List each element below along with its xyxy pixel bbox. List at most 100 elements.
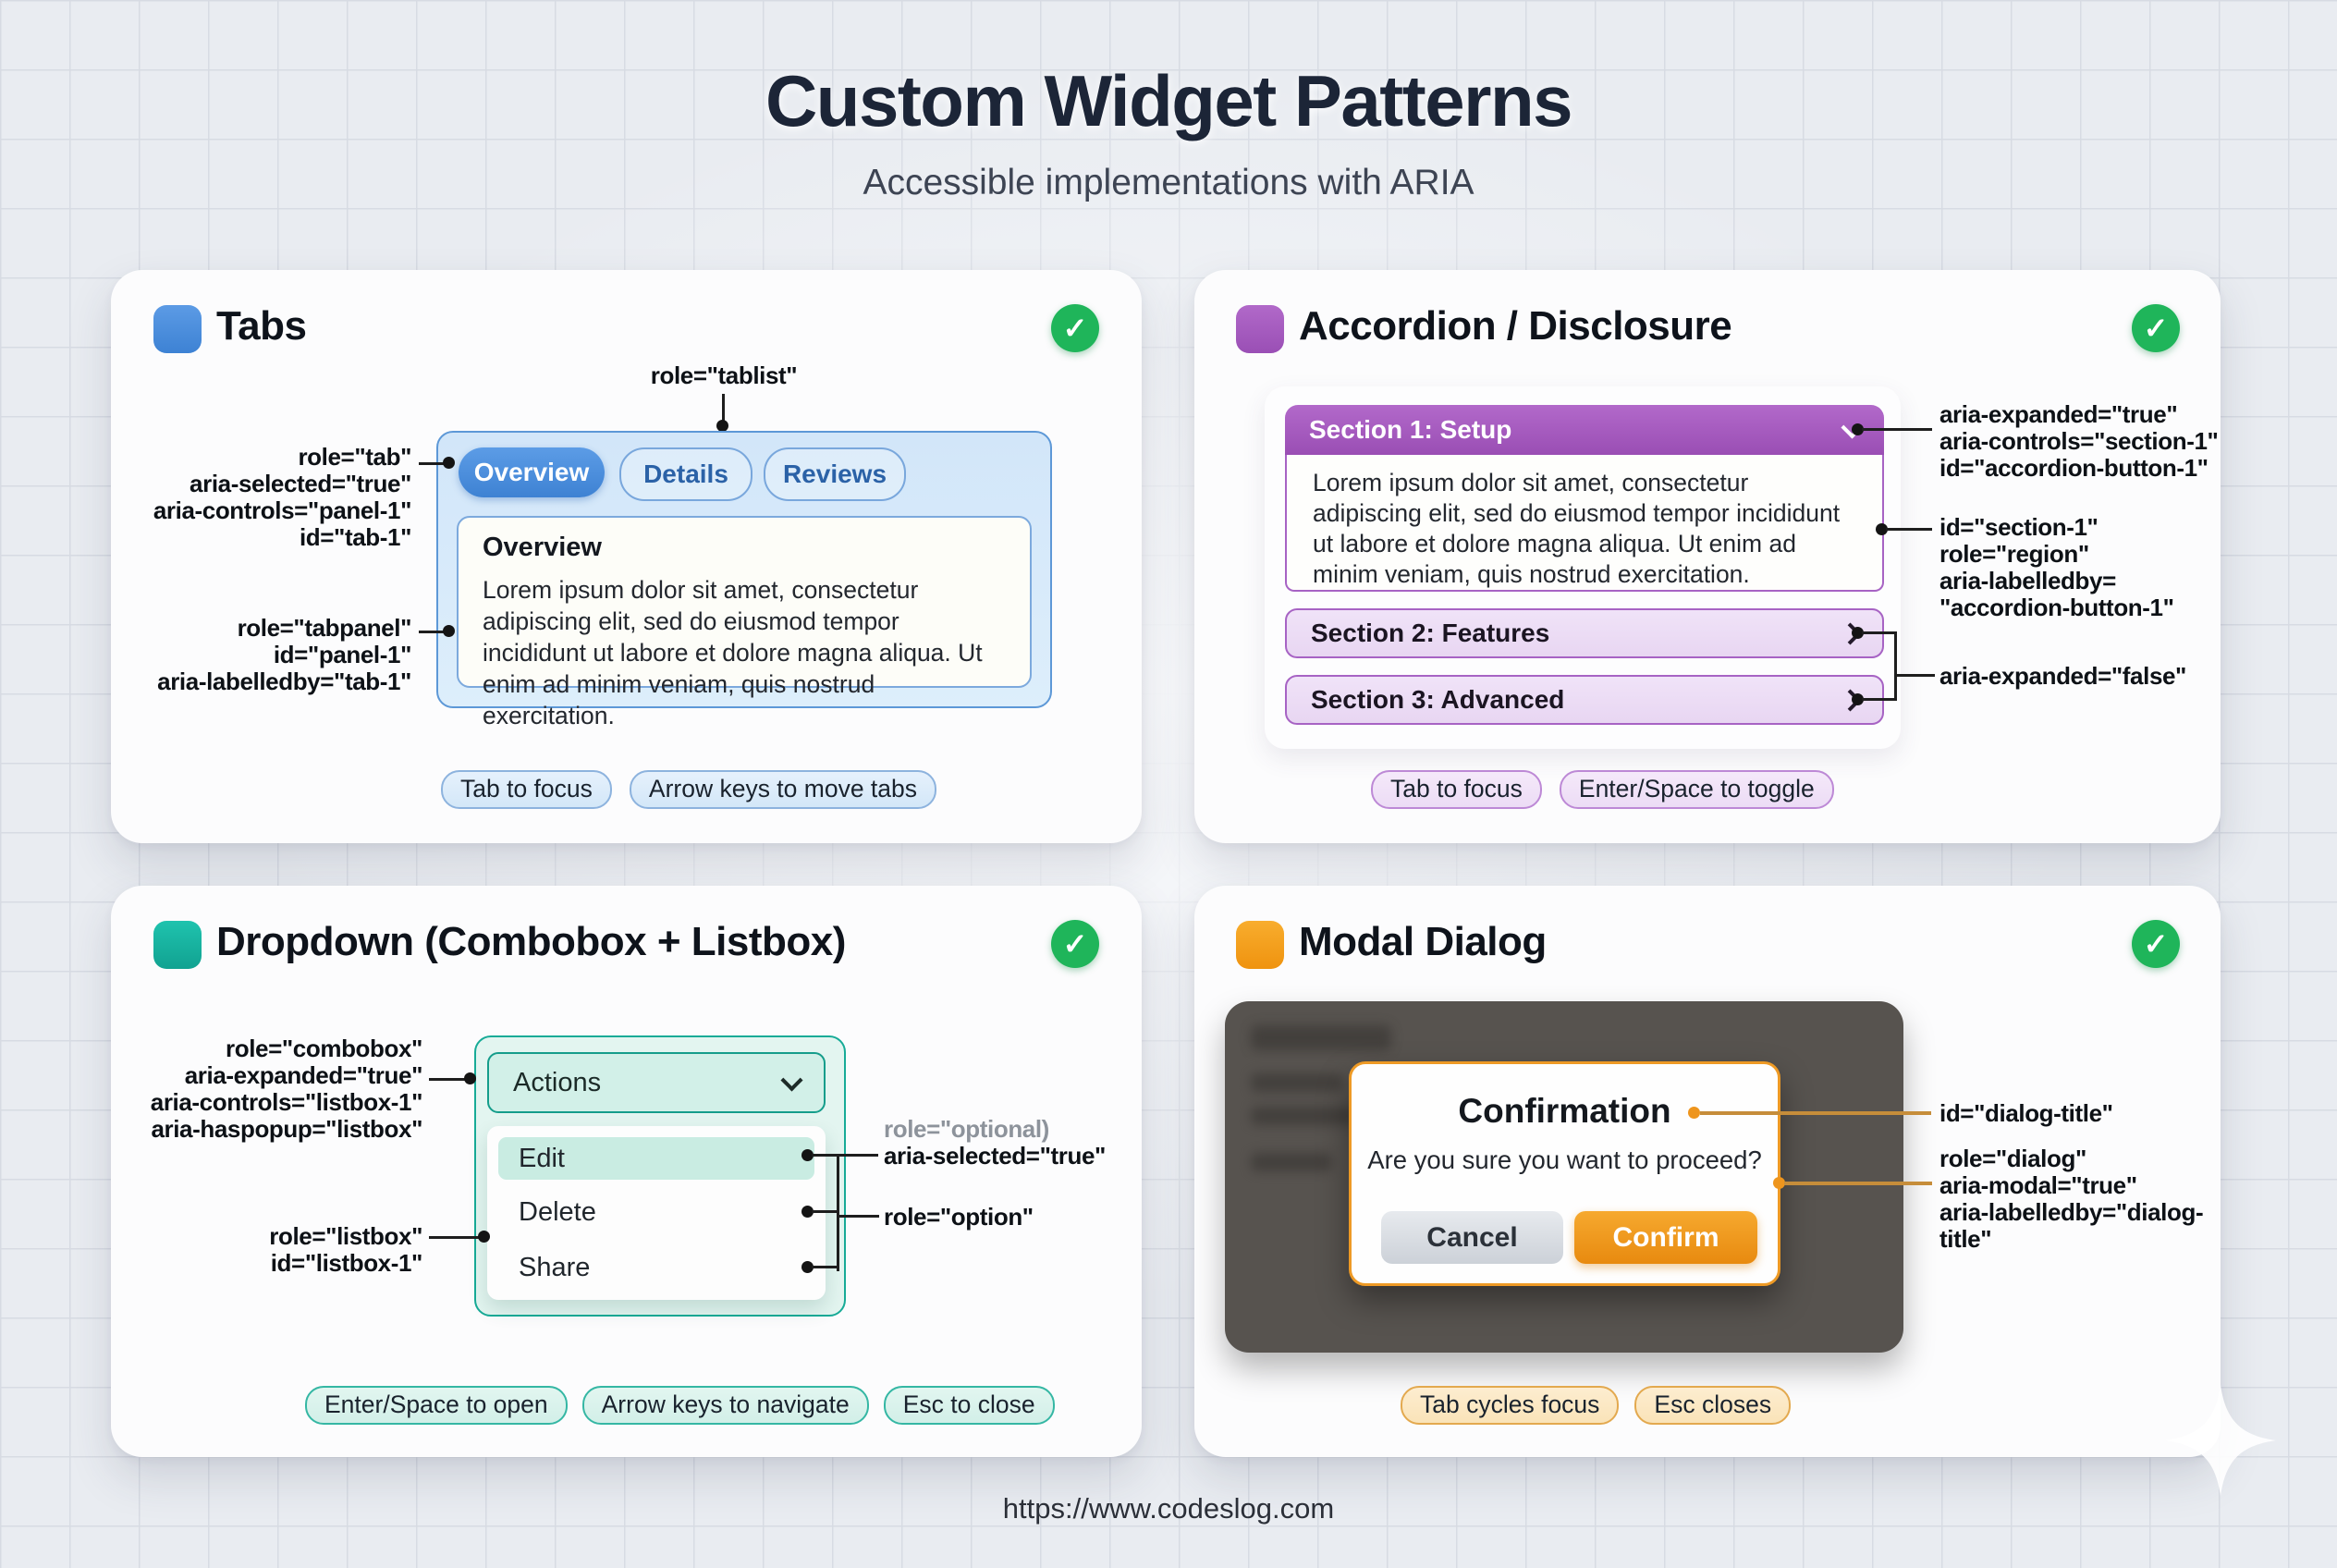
card-title-accordion: Accordion / Disclosure	[1299, 303, 1732, 349]
annotation-dialog-title: id="dialog-title"	[1939, 1099, 2113, 1127]
keyboard-hints: Tab to focus Arrow keys to move tabs	[441, 770, 937, 809]
dialog-text: Are you sure you want to proceed?	[1367, 1145, 1762, 1174]
check-circle-icon: ✓	[2132, 304, 2180, 352]
tab-overview[interactable]: Overview	[459, 447, 605, 497]
chevron-down-icon	[780, 1068, 803, 1092]
connector-line	[1700, 1111, 1931, 1115]
accordion-section-1-label: Section 1: Setup	[1309, 415, 1512, 444]
connector-dot	[801, 1149, 814, 1161]
option-delete[interactable]: Delete	[519, 1196, 596, 1227]
connector-line	[837, 1155, 839, 1271]
connector-line	[429, 1078, 468, 1081]
combobox-value: Actions	[513, 1067, 602, 1097]
tabpanel-title: Overview	[483, 533, 602, 562]
annotation-selected-gray: role="optional)	[884, 1115, 1049, 1143]
connector-line	[812, 1154, 878, 1157]
connector-line	[419, 631, 447, 633]
connector-line	[1886, 528, 1932, 531]
annotation-listbox: role="listbox" id="listbox-1"	[269, 1222, 422, 1277]
connector-line	[812, 1266, 838, 1268]
dialog-title: Confirmation	[1458, 1092, 1671, 1130]
card-accordion: Accordion / Disclosure ✓ Section 1: Setu…	[1194, 270, 2221, 843]
connector-line	[1862, 698, 1897, 701]
accordion-region: Lorem ipsum dolor sit amet, consectetur …	[1285, 455, 1884, 592]
annotation-combobox: role="combobox" aria-expanded="true" ari…	[150, 1035, 423, 1143]
blurred-background-text	[1251, 1073, 1343, 1092]
connector-line	[429, 1236, 483, 1239]
modal-color-chip-icon	[1236, 921, 1284, 969]
blurred-background-text	[1251, 1153, 1332, 1171]
connector-dot	[801, 1206, 814, 1218]
hint-pill: Arrow keys to move tabs	[629, 770, 937, 809]
hint-pill: Arrow keys to navigate	[581, 1386, 869, 1425]
connector-line	[1862, 428, 1932, 431]
annotation-tabpanel: role="tabpanel" id="panel-1" aria-labell…	[157, 614, 411, 695]
annotation-accordion-region: id="section-1" role="region" aria-labell…	[1939, 513, 2174, 621]
cancel-button[interactable]: Cancel	[1381, 1211, 1563, 1264]
dialog-mockup: Confirmation Are you sure you want to pr…	[1349, 1061, 1780, 1286]
connector-dot	[1852, 423, 1864, 435]
connector-dot	[464, 1072, 476, 1084]
tab-details[interactable]: Details	[619, 447, 752, 501]
accordion-section-3-label: Section 3: Advanced	[1311, 685, 1565, 714]
connector-line	[1862, 631, 1897, 634]
blurred-background-text	[1251, 1107, 1354, 1125]
combobox-button[interactable]: Actions	[487, 1052, 826, 1113]
accordion-section-1-button[interactable]: Section 1: Setup	[1285, 405, 1884, 455]
card-title-dropdown: Dropdown (Combobox + Listbox)	[216, 919, 846, 964]
connector-dot	[1876, 523, 1888, 535]
hint-pill: Enter/Space to open	[305, 1386, 568, 1425]
connector-dot	[1852, 627, 1864, 639]
annotation-accordion-button: aria-expanded="true" aria-controls="sect…	[1939, 400, 2219, 482]
tabpanel-body: Lorem ipsum dolor sit amet, consectetur …	[483, 576, 983, 729]
connector-dot	[1773, 1177, 1785, 1189]
accordion-section-3-button[interactable]: Section 3: Advanced	[1285, 675, 1884, 725]
keyboard-hints: Tab to focus Enter/Space to toggle	[1371, 770, 1834, 809]
tabpanel-mockup: Overview Lorem ipsum dolor sit amet, con…	[457, 516, 1032, 729]
annotation-option: role="option"	[884, 1203, 1034, 1231]
annotation-tablist: role="tablist"	[650, 361, 798, 389]
blurred-background-text	[1251, 1025, 1391, 1050]
tablist-mockup: Overview Details Reviews Overview Lorem …	[436, 431, 1052, 729]
check-circle-icon: ✓	[2132, 920, 2180, 968]
hint-pill: Tab to focus	[1371, 770, 1542, 809]
card-title-tabs: Tabs	[216, 303, 307, 349]
connector-dot	[478, 1231, 490, 1243]
dropdown-color-chip-icon	[153, 921, 202, 969]
option-edit[interactable]: Edit	[498, 1137, 814, 1180]
connector-line	[1784, 1182, 1932, 1185]
connector-dot	[443, 625, 455, 637]
keyboard-hints: Enter/Space to open Arrow keys to naviga…	[305, 1386, 1055, 1425]
card-dropdown: Dropdown (Combobox + Listbox) ✓ Actions …	[111, 886, 1142, 1457]
option-share[interactable]: Share	[519, 1252, 591, 1282]
page-subtitle: Accessible implementations with ARIA	[863, 163, 1474, 202]
connector-dot	[1852, 693, 1864, 705]
check-circle-icon: ✓	[1051, 920, 1099, 968]
check-circle-icon: ✓	[1051, 304, 1099, 352]
annotation-collapsed: aria-expanded="false"	[1939, 662, 2186, 690]
tab-reviews[interactable]: Reviews	[764, 447, 906, 501]
connector-line	[419, 462, 447, 465]
hint-pill: Tab to focus	[441, 770, 612, 809]
connector-line	[812, 1210, 838, 1213]
accordion-section-2-button[interactable]: Section 2: Features	[1285, 608, 1884, 658]
confirm-button[interactable]: Confirm	[1574, 1211, 1757, 1264]
footer-url: https://www.codeslog.com	[1002, 1492, 1335, 1525]
connector-dot	[1688, 1107, 1700, 1119]
keyboard-hints: Tab cycles focus Esc closes	[1401, 1386, 1792, 1425]
connector-line	[837, 1215, 879, 1218]
connector-dot	[801, 1261, 814, 1273]
connector-dot	[443, 457, 455, 469]
connector-line	[722, 394, 725, 423]
hint-pill: Tab cycles focus	[1401, 1386, 1620, 1425]
hint-pill: Enter/Space to toggle	[1559, 770, 1834, 809]
annotation-tab: role="tab" aria-selected="true" aria-con…	[153, 443, 412, 551]
annotation-selected: aria-selected="true"	[884, 1142, 1106, 1170]
hint-pill: Esc to close	[883, 1386, 1055, 1425]
accordion-color-chip-icon	[1236, 305, 1284, 353]
listbox-popup: Edit Delete Share	[487, 1126, 826, 1300]
card-modal: Modal Dialog ✓ Confirmation Are you sure…	[1194, 886, 2221, 1457]
connector-dot	[716, 420, 728, 432]
sparkle-icon	[2165, 1385, 2276, 1496]
